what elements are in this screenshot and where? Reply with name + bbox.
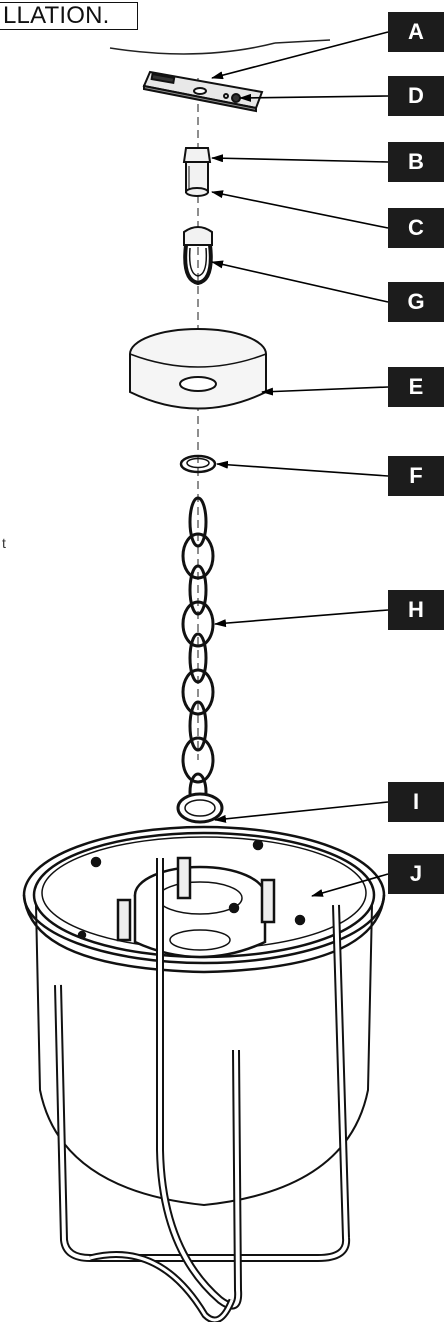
label-c: C — [388, 208, 444, 248]
installation-heading: LLATION. — [0, 2, 138, 30]
loop-part — [183, 226, 213, 286]
leader-i — [214, 801, 389, 823]
lock-ring-part — [179, 454, 217, 474]
leader-j — [311, 873, 389, 897]
leader-d — [239, 93, 389, 102]
leader-g — [211, 260, 389, 303]
label-g: G — [388, 282, 444, 322]
fixture-loop-part — [176, 792, 224, 824]
leader-c — [211, 190, 389, 229]
chain-part — [181, 496, 215, 812]
label-a: A — [388, 12, 444, 52]
canopy-part — [129, 328, 267, 410]
label-j: J — [388, 854, 444, 894]
leader-lines — [211, 31, 389, 897]
leader-a — [211, 31, 389, 80]
margin-text-fragment: t — [2, 535, 6, 551]
label-h: H — [388, 590, 444, 630]
label-e: E — [388, 367, 444, 407]
label-i: I — [388, 782, 444, 822]
crossbar-part — [142, 70, 264, 113]
nipple-part — [182, 147, 212, 197]
leader-f — [216, 460, 389, 477]
label-b: B — [388, 142, 444, 182]
label-f: F — [388, 456, 444, 496]
label-d: D — [388, 76, 444, 116]
ceiling-lines — [109, 39, 331, 55]
leader-b — [211, 154, 389, 163]
leader-h — [214, 609, 389, 628]
leader-e — [261, 386, 389, 396]
fixture-body-part — [22, 825, 386, 1322]
